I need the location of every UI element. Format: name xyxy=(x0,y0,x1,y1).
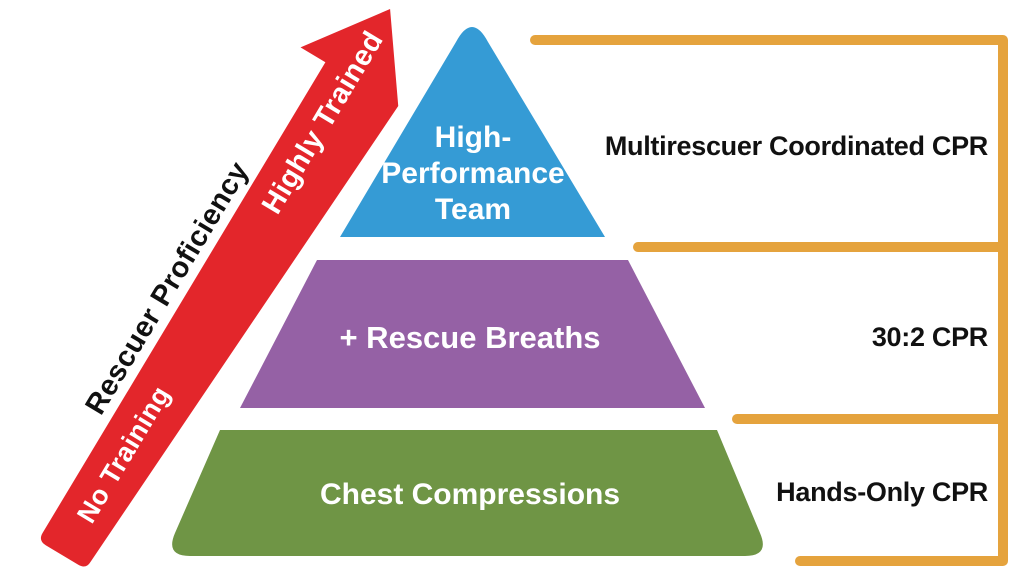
tier1-label-line3: Team xyxy=(435,193,511,226)
tier-rescue-breaths-shape xyxy=(240,260,705,408)
bracket-label-multirescuer-cpr: Multirescuer Coordinated CPR xyxy=(605,131,988,161)
bracket-outer-line xyxy=(530,35,1008,566)
bracket-group xyxy=(530,35,1008,566)
tier1-label-line1: High- xyxy=(435,121,512,154)
up-arrow-icon xyxy=(40,8,399,567)
tier-chest-compressions-shape xyxy=(172,430,763,556)
bracket-label-302-cpr: 30:2 CPR xyxy=(872,322,988,352)
tier-high-performance-team-shape xyxy=(340,27,605,237)
tier2-label: + Rescue Breaths xyxy=(339,320,600,355)
tier1-label-line2: Performance xyxy=(381,157,564,190)
tier3-label: Chest Compressions xyxy=(320,478,620,511)
bracket-label-hands-only-cpr: Hands-Only CPR xyxy=(776,477,988,507)
